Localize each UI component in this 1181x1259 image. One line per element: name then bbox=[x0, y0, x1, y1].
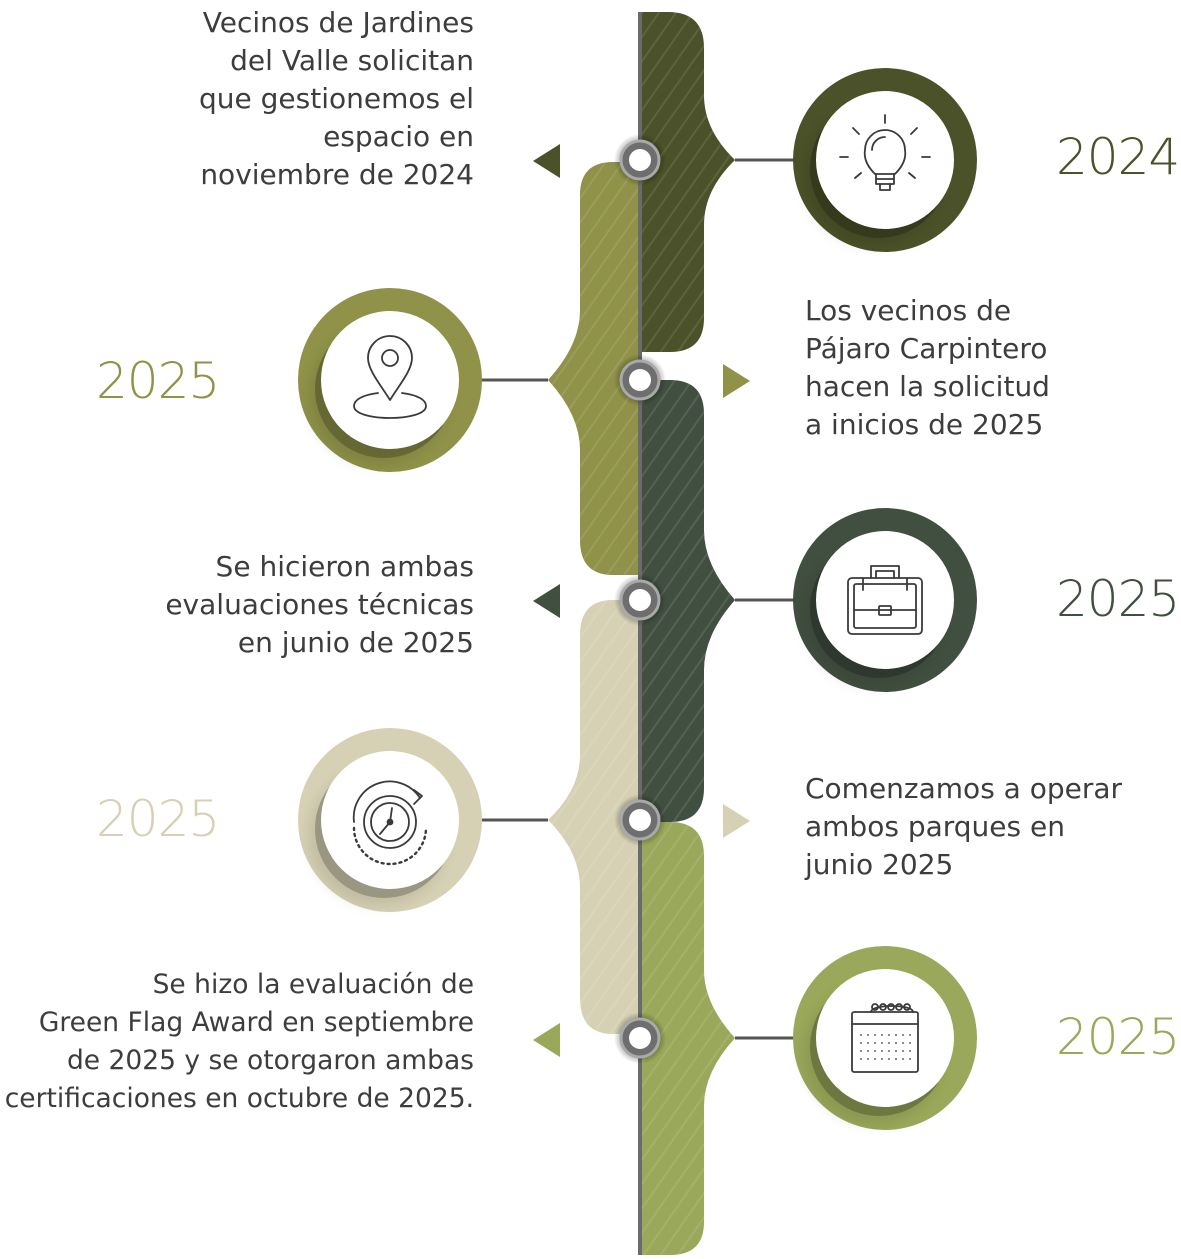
milestone-2-line-1: Los vecinos de bbox=[805, 294, 1012, 327]
milestone-3-line-3: en junio de 2025 bbox=[237, 626, 474, 659]
milestone-2-line-3: hacen la solicitud bbox=[805, 370, 1050, 403]
milestone-1-line-5: noviembre de 2024 bbox=[200, 158, 474, 191]
milestone-1-line-1: Vecinos de Jardines bbox=[202, 6, 474, 39]
milestone-4-circle bbox=[298, 728, 482, 912]
timeline-node-3 bbox=[614, 574, 666, 626]
stopwatch-icon bbox=[352, 780, 428, 866]
milestone-3-year: 2025 bbox=[1056, 570, 1180, 628]
milestone-1-circle bbox=[793, 68, 977, 252]
pointer-arrow-5 bbox=[533, 1023, 560, 1057]
milestone-3-circle bbox=[793, 508, 977, 692]
milestone-4-line-3: junio 2025 bbox=[805, 848, 954, 881]
milestone-4-text: Comenzamos a operar ambos parques en jun… bbox=[805, 770, 1175, 884]
calendar-icon bbox=[851, 1003, 919, 1073]
timeline-ribbon bbox=[548, 12, 735, 1255]
pointer-arrow-4 bbox=[723, 804, 750, 838]
milestone-2-line-2: Pájaro Carpintero bbox=[805, 332, 1048, 365]
milestone-4-year: 2025 bbox=[96, 790, 220, 848]
timeline-node-2 bbox=[614, 354, 666, 406]
milestone-4-line-1: Comenzamos a operar bbox=[805, 772, 1123, 805]
milestone-5-circle bbox=[793, 946, 977, 1130]
briefcase-icon bbox=[847, 565, 923, 635]
milestone-1-text: Vecinos de Jardines del Valle solicitan … bbox=[150, 4, 474, 194]
timeline-axis bbox=[638, 12, 642, 1255]
location-pin-icon bbox=[353, 335, 427, 419]
timeline-node-4 bbox=[614, 794, 666, 846]
pointer-arrows bbox=[533, 144, 750, 1057]
milestone-5-line-1: Se hizo la evaluación de bbox=[152, 969, 474, 1000]
milestone-5-line-2: Green Flag Award en septiembre bbox=[38, 1007, 474, 1038]
pointer-arrow-2 bbox=[723, 364, 750, 398]
pointer-arrow-1 bbox=[533, 144, 560, 178]
milestone-2-circle bbox=[298, 288, 482, 472]
pointer-arrow-3 bbox=[533, 584, 560, 618]
milestone-2-text: Los vecinos de Pájaro Carpintero hacen l… bbox=[805, 292, 1165, 444]
milestone-3-line-2: evaluaciones técnicas bbox=[165, 588, 474, 621]
timeline-nodes bbox=[614, 134, 666, 1064]
milestone-1-year: 2024 bbox=[1056, 128, 1180, 186]
milestone-1-line-4: espacio en bbox=[323, 120, 474, 153]
milestone-3-text: Se hicieron ambas evaluaciones técnicas … bbox=[100, 548, 474, 662]
milestone-1-line-3: que gestionemos el bbox=[199, 82, 474, 115]
milestone-5-line-3: de 2025 y se otorgaron ambas bbox=[66, 1045, 474, 1076]
milestone-5-line-4: certificaciones en octubre de 2025. bbox=[4, 1083, 474, 1114]
milestone-5-text: Se hizo la evaluación de Green Flag Awar… bbox=[4, 966, 474, 1118]
milestone-3-line-1: Se hicieron ambas bbox=[215, 550, 474, 583]
milestone-5-year: 2025 bbox=[1056, 1008, 1180, 1066]
milestone-2-line-4: a inicios de 2025 bbox=[805, 408, 1044, 441]
milestone-circles bbox=[298, 68, 977, 1130]
lightbulb-icon bbox=[839, 114, 931, 191]
timeline-node-1 bbox=[614, 134, 666, 186]
milestone-1-line-2: del Valle solicitan bbox=[230, 44, 474, 77]
timeline-node-5 bbox=[614, 1012, 666, 1064]
milestone-2-year: 2025 bbox=[96, 352, 220, 410]
milestone-4-line-2: ambos parques en bbox=[805, 810, 1065, 843]
